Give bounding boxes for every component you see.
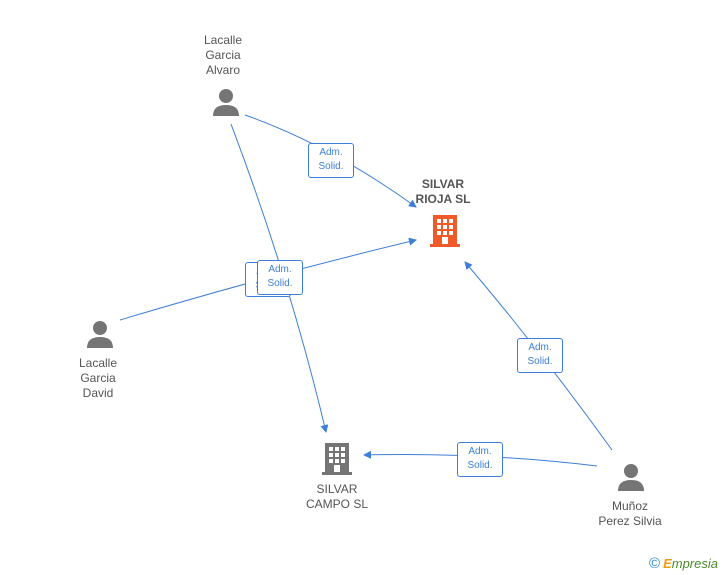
building-icon[interactable] [321, 441, 353, 475]
brand-name: mpresia [671, 556, 718, 571]
person-icon[interactable] [617, 463, 645, 493]
person-label-munoz-silvia[interactable]: Muñoz Perez Silvia [598, 499, 662, 528]
company-label-silvar-rioja[interactable]: SILVAR RIOJA SL [415, 177, 471, 206]
edge-badge-line2: Solid. [318, 161, 344, 172]
person-label-lacalle-alvaro[interactable]: Lacalle Garcia Alvaro [203, 33, 243, 77]
edge-badge[interactable]: Adm. Solid. [308, 143, 354, 178]
edge-badge[interactable]: Adm. Solid. [457, 442, 503, 477]
edge-badge-line2: Solid. [267, 278, 293, 289]
person-icon[interactable] [86, 320, 114, 350]
person-label-lacalle-david[interactable]: Lacalle Garcia David [78, 356, 118, 400]
person-icon[interactable] [212, 88, 240, 118]
brand-e: E [663, 556, 672, 571]
edge-badge-line1: Adm. [528, 342, 552, 353]
building-icon[interactable] [429, 213, 461, 247]
edge-badge-line2: Solid. [527, 356, 553, 367]
edge-badge-line2: Solid. [467, 460, 493, 471]
copyright-icon: © [649, 555, 661, 572]
company-label-silvar-campo[interactable]: SILVAR CAMPO SL [305, 482, 368, 511]
edge-badge[interactable]: Adm. Solid. [257, 260, 303, 295]
edge-badge[interactable]: Adm. Solid. [517, 338, 563, 373]
edge-badge-line1: Adm. [268, 264, 292, 275]
empresia-credit[interactable]: ©Empresia [649, 555, 718, 572]
edge-badge-line1: Adm. [319, 147, 343, 158]
edge-badge-line1: Adm. [468, 446, 492, 457]
